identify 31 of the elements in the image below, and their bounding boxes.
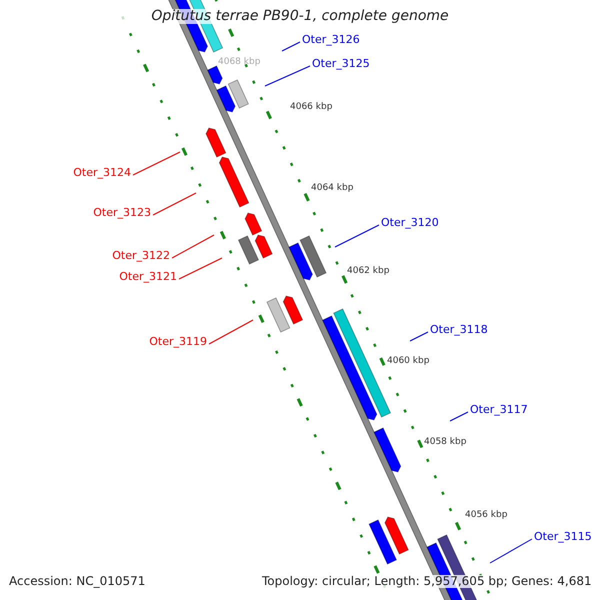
leader-line: [450, 412, 468, 422]
gene-label: Oter_3120: [381, 217, 439, 230]
gene-label: Oter_3118: [430, 324, 488, 336]
scale-label: 4062 kbp: [347, 267, 390, 277]
leader-line: [334, 224, 380, 248]
gene-label: Oter_3125: [312, 58, 370, 70]
leader-line: [172, 234, 214, 258]
gene-label: Oter_3121: [119, 271, 177, 284]
scale-label: 4058 kbp: [424, 438, 466, 448]
leader-line: [264, 66, 310, 86]
gene-label: Oter_3122: [112, 250, 170, 262]
gene-label: Oter_3117: [470, 404, 528, 416]
genome-info-text: Topology: circular; Length: 5,957,605 bp; Genes: 4,681: [262, 575, 592, 588]
gene-label: Oter_3123: [93, 207, 151, 220]
leader-line: [152, 192, 196, 216]
scale-label: 4060 kbp: [387, 357, 430, 367]
scale-label: 4066 kbp: [290, 103, 332, 113]
scale-label: 4064 kbp: [311, 184, 354, 194]
gene-label: Oter_3115: [534, 531, 592, 544]
leader-line: [178, 258, 222, 280]
leader-line: [490, 538, 532, 564]
accession-text: Accession: NC_010571: [9, 575, 146, 588]
leader-line: [132, 152, 180, 176]
scale-label: 4056 kbp: [465, 511, 508, 521]
scale-label: 4068 kbp: [218, 58, 260, 68]
leader-line: [410, 332, 428, 342]
leader-line: [208, 320, 254, 344]
gene-label: Oter_3119: [149, 336, 207, 348]
gene-label: Oter_3124: [73, 167, 131, 180]
leader-line: [282, 42, 300, 52]
gene-label: Oter_3126: [302, 34, 360, 46]
